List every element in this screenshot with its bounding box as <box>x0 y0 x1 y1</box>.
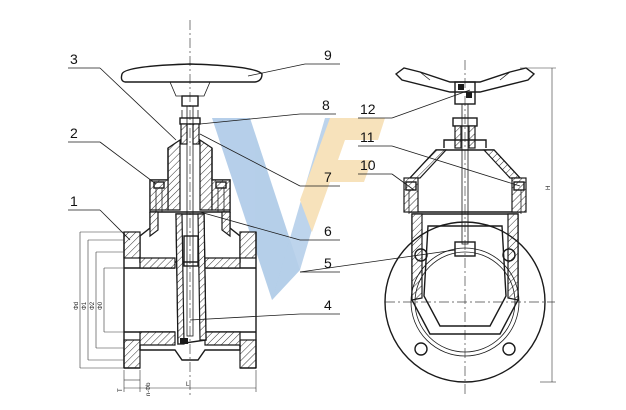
callout-8: 8 <box>322 97 330 113</box>
dim-d2: Φ2 <box>90 301 96 310</box>
body-side <box>384 213 546 383</box>
callout-12: 12 <box>360 101 376 117</box>
side-view: H <box>384 60 556 395</box>
dimension-lines <box>79 231 257 392</box>
dim-d1: Φ1 <box>82 301 88 310</box>
dim-d0: Φ0 <box>98 301 104 310</box>
leader-lines <box>68 63 521 321</box>
callout-6: 6 <box>324 223 332 239</box>
callout-numbers: 3 2 1 9 8 7 6 5 4 12 11 10 <box>70 47 376 313</box>
callout-10: 10 <box>360 157 376 173</box>
callout-9: 9 <box>324 47 332 63</box>
bonnet <box>149 138 231 213</box>
gland-side <box>443 117 487 149</box>
callout-4: 4 <box>324 297 332 313</box>
vf-logo-watermark <box>212 118 385 300</box>
callout-7: 7 <box>324 169 332 185</box>
wedge <box>175 213 207 345</box>
dim-l: L <box>186 382 190 388</box>
dim-t: T <box>118 388 124 392</box>
callout-2: 2 <box>70 125 78 141</box>
dim-nphi: n-Φb <box>146 382 152 396</box>
dim-h: H <box>546 186 552 190</box>
section-view: Φd Φ1 Φ2 Φ0 T n-Φb L <box>74 20 263 396</box>
callout-11: 11 <box>360 129 375 145</box>
callout-3: 3 <box>70 51 78 67</box>
callout-1: 1 <box>70 193 78 209</box>
gland <box>179 110 201 145</box>
dim-d: Φd <box>74 302 80 310</box>
bonnet-side <box>403 149 527 214</box>
handwheel <box>120 63 263 107</box>
callout-5: 5 <box>324 255 332 271</box>
